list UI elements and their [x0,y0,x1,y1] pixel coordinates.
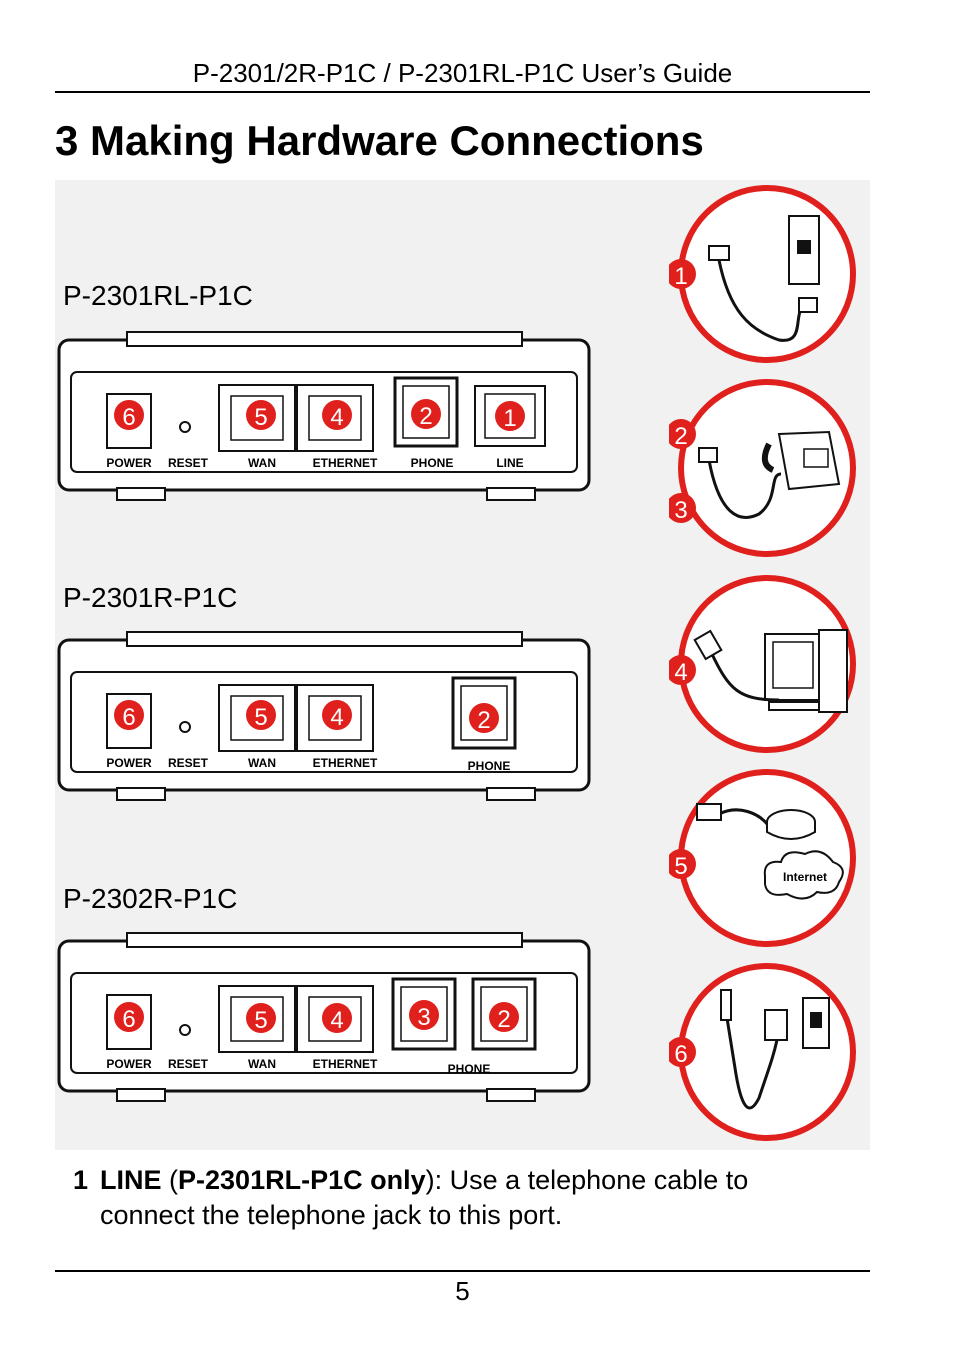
port-label-ethernet: ETHERNET [313,1057,378,1071]
badge-5: 5 [674,853,687,880]
badge-5 [246,700,276,730]
phone-port: 2 PHONE [393,376,459,470]
wan-port: 5 WAN [218,384,296,470]
port-label-reset: RESET [168,456,209,470]
reset-button: RESET [168,1024,209,1071]
badge-3 [409,1000,439,1030]
port-label-phone: PHONE [468,759,511,773]
internet-label: Internet [783,870,827,884]
power-port: 6 POWER [106,393,152,470]
ethernet-port: 4 ETHERNET [296,985,378,1071]
description: ): Use a telephone cable to connect the … [100,1165,749,1230]
list-item-text: LINE (P-2301RL-P1C only): Use a telephon… [100,1163,840,1233]
qualifier-model: P-2301RL-P1C only [178,1165,426,1195]
port-label-reset: RESET [168,1057,209,1071]
port-label-reset: RESET [168,756,209,770]
badge-2 [411,399,441,429]
device-rear-panel-p2301r: 6 POWER RESET 5 WAN 4 ETHERNET 2 PHONE [57,631,591,801]
badge-text: 5 [254,1007,267,1034]
wan-port: 5 WAN [218,985,296,1071]
badge-6 [114,1002,144,1032]
badge-6: 6 [674,1041,687,1068]
callout-internet: Internet 5 [669,769,856,947]
badge-text: 3 [417,1004,430,1031]
reset-button: RESET [168,721,209,770]
badge-2 [489,1002,519,1032]
badge-4 [322,700,352,730]
page-number: 5 [455,1276,470,1306]
model-label-p2301r: P-2301R-P1C [63,582,238,613]
wan-port: 5 WAN [218,684,296,770]
badge-1: 1 [674,263,687,290]
badge-text: 5 [254,704,267,731]
device-rear-panel-p2302r: 6 POWER RESET 5 WAN 4 ETHERNET 3 [57,932,591,1102]
badge-text: 6 [122,404,135,431]
badge-6 [114,700,144,730]
port-label-phone: PHONE [448,1062,491,1076]
port-label-line: LINE [496,456,523,470]
badge-4: 4 [674,659,687,686]
port-label-wan: WAN [248,1057,276,1071]
callout-wall-jack: 1 [669,185,856,363]
badge-3: 3 [674,497,687,524]
port-label-phone: PHONE [411,456,454,470]
line-port: 1 LINE [474,385,546,470]
modem-internet-icon: Internet [763,809,844,900]
phone-port: 2 PHONE [451,676,517,773]
telephone-icon [761,430,841,491]
port-label-wan: WAN [248,456,276,470]
computer-icon [764,629,848,713]
ethernet-port: 4 ETHERNET [296,684,378,770]
badge-text: 5 [254,404,267,431]
chapter-title: 3 Making Hardware Connections [55,117,704,164]
badge-text: 4 [330,704,343,731]
badge-1 [495,401,525,431]
badge-6 [114,400,144,430]
phone-port-2: 2 [471,977,537,1051]
reset-button: RESET [168,421,209,470]
callout-power: 6 [669,963,856,1141]
port-label-power: POWER [106,756,152,770]
badge-4 [322,1003,352,1033]
list-item-number: 1 [73,1165,89,1195]
badge-2 [469,703,499,733]
badge-text: 1 [503,405,516,432]
badge-text: 2 [419,403,432,430]
port-label-ethernet: ETHERNET [313,756,378,770]
running-header: P-2301/2R-P1C / P-2301RL-P1C User’s Guid… [192,58,733,88]
port-label-wan: WAN [248,756,276,770]
model-label-p2301rl: P-2301RL-P1C [63,280,253,311]
badge-text: 4 [330,1007,343,1034]
power-port: 6 POWER [106,693,152,770]
port-label-power: POWER [106,1057,152,1071]
footer-rule [55,1270,870,1272]
callout-computer: 4 [669,575,856,753]
model-label-p2302r: P-2302R-P1C [63,883,238,914]
power-adapter-icon [764,997,830,1049]
paren-open: ( [161,1165,179,1195]
badge-5 [246,400,276,430]
ethernet-port: 4 ETHERNET [296,384,378,470]
badge-text: 2 [477,707,490,734]
badge-text: 4 [330,404,343,431]
badge-4 [322,400,352,430]
power-port: 6 POWER [106,994,152,1071]
term-line: LINE [100,1165,162,1195]
header-rule [55,91,870,93]
port-label-ethernet: ETHERNET [313,456,378,470]
badge-text: 2 [497,1006,510,1033]
wall-jack-cable-icon [788,215,820,285]
callout-telephone: 2 3 [669,379,856,557]
phone-port-3: 3 [391,977,457,1051]
badge-text: 6 [122,704,135,731]
port-label-power: POWER [106,456,152,470]
badge-2: 2 [674,423,687,450]
hardware-connections-figure: P-2301RL-P1C 6 POWER RESET 5 WAN 4 [55,180,870,1150]
badge-text: 6 [122,1006,135,1033]
device-rear-panel-p2301rl: 6 POWER RESET 5 WAN 4 ETHERNET 2 PHONE [57,331,591,501]
badge-5 [246,1003,276,1033]
